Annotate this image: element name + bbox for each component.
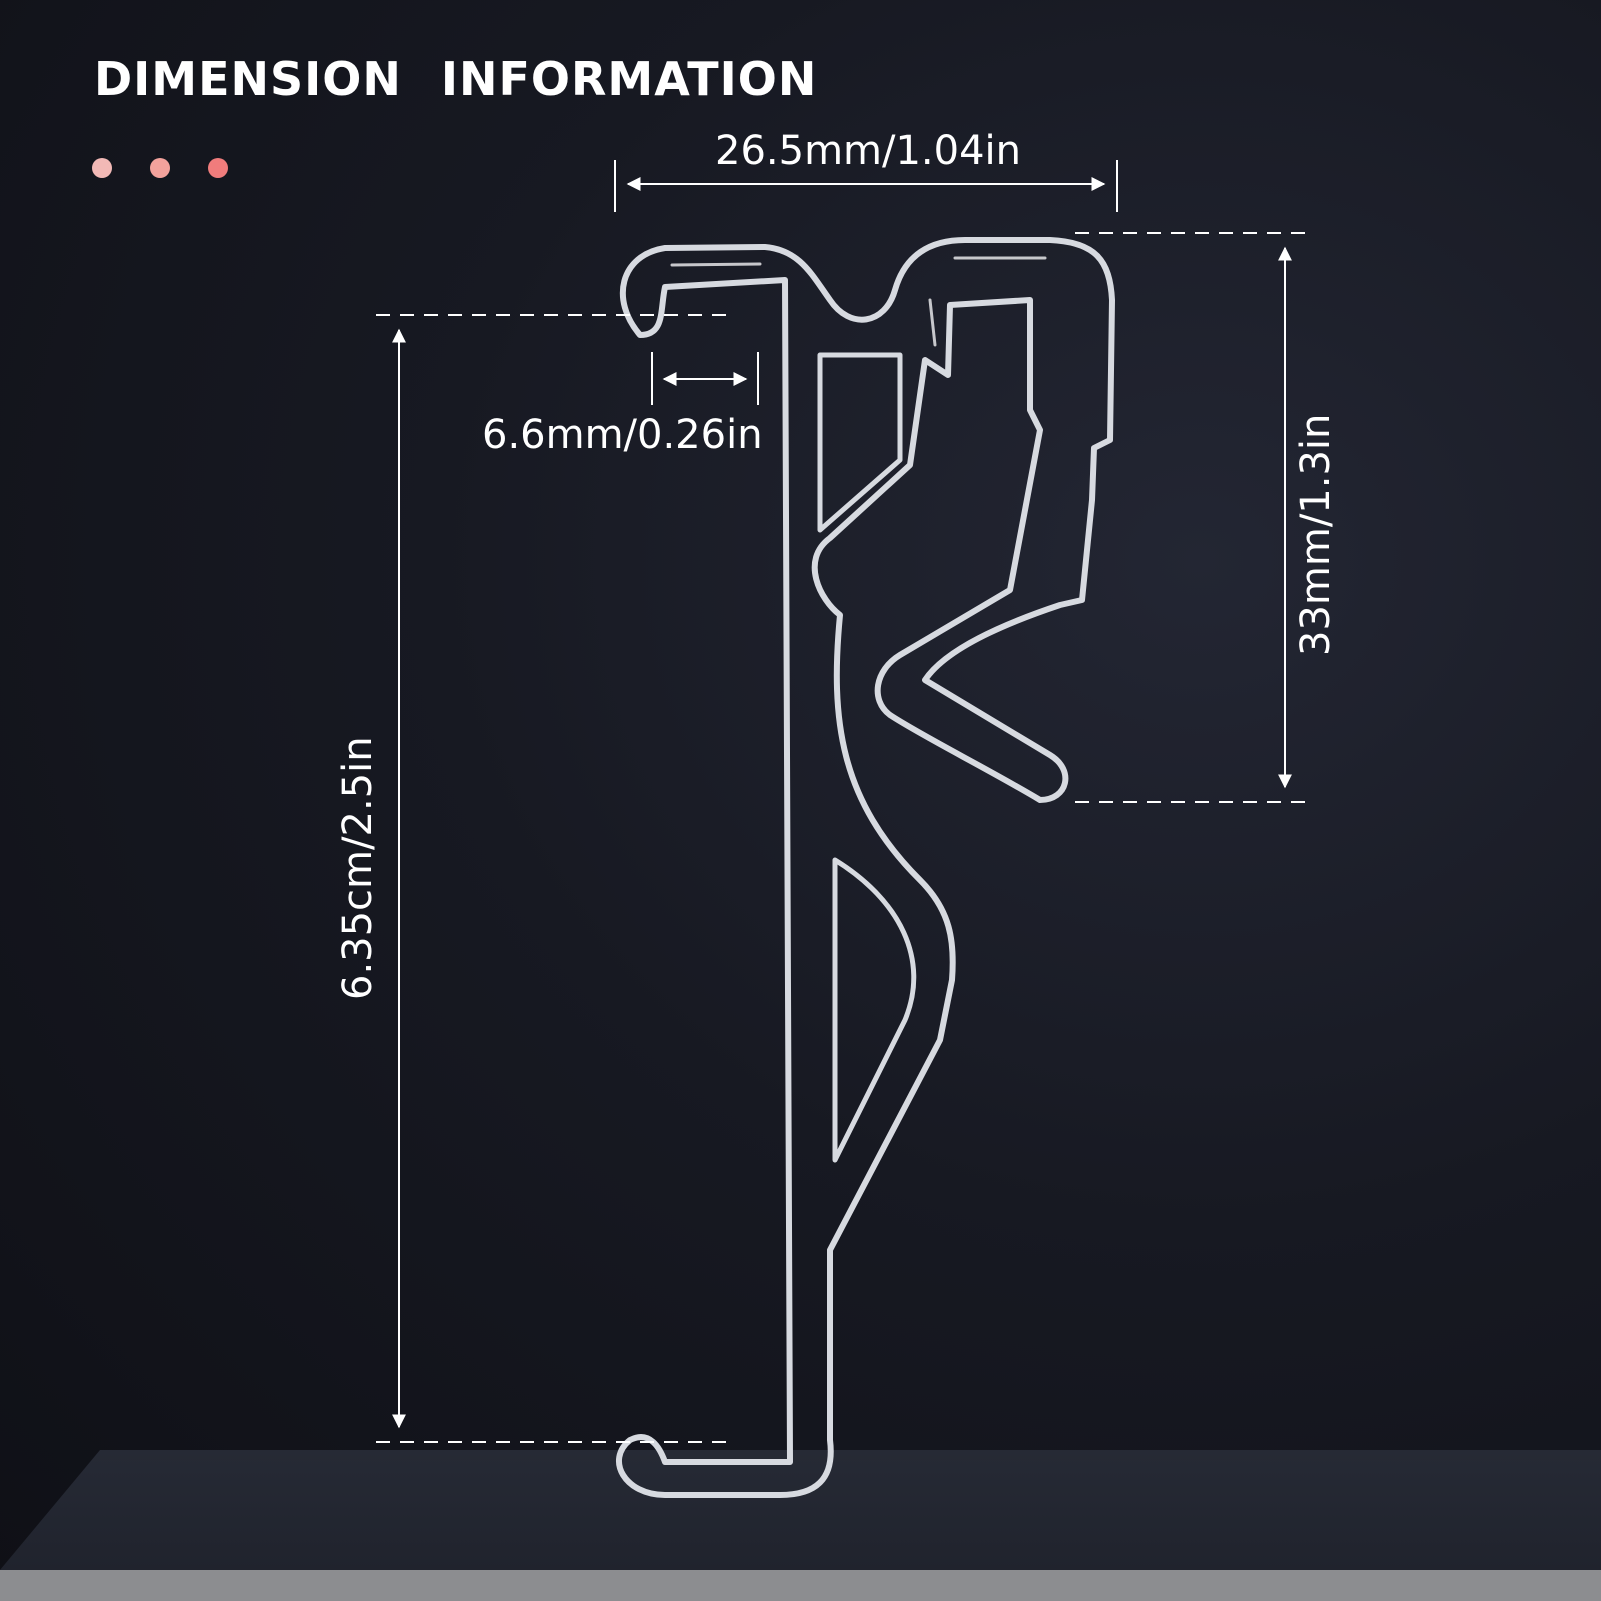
gap-label: 6.6mm/0.26in: [482, 412, 763, 458]
hook-label: 33mm/1.3in: [1293, 413, 1339, 656]
clip-inner-edge: [817, 352, 903, 533]
hook-dimension: [1075, 232, 1310, 803]
decorative-dots: [92, 158, 228, 178]
bottom-strip: [0, 1570, 1601, 1601]
dot-3: [208, 158, 228, 178]
clip-highlight: [670, 256, 1047, 347]
width-dimension: [614, 160, 1118, 212]
width-label: 26.5mm/1.04in: [715, 128, 1021, 174]
height-dimension: [376, 314, 735, 1443]
clip-outer-edge: [616, 237, 1115, 1498]
dot-2: [150, 158, 170, 178]
gap-dimension: [651, 352, 759, 405]
clip-lower-cutout: [832, 857, 917, 1163]
height-label: 6.35cm/2.5in: [335, 736, 381, 1000]
page-title: DIMENSION INFORMATION: [94, 52, 818, 106]
clip-shape: [616, 237, 1115, 1498]
dot-1: [92, 158, 112, 178]
floor-surface: [0, 1450, 1601, 1570]
